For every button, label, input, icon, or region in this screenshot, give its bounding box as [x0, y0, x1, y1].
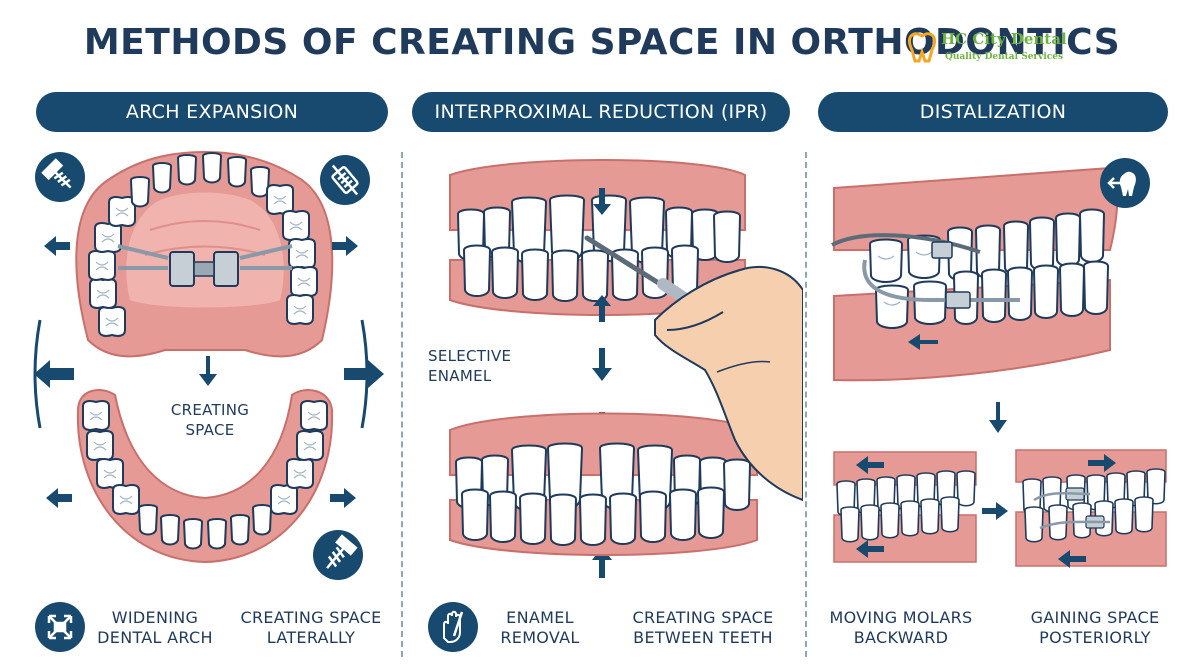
- divider-left: [401, 152, 403, 657]
- right-arrow-icon: [982, 502, 1008, 520]
- brand-logo: HC City Dental Quality Dental Services: [905, 30, 1085, 70]
- expansion-screw-icon-2: [326, 534, 358, 569]
- hand-tool-icon: [443, 610, 464, 643]
- tooth-badge: [1100, 158, 1150, 208]
- screw-badge: [35, 152, 85, 202]
- heading-distalization: DISTALIZATION: [818, 92, 1168, 132]
- jaw-after: [449, 412, 758, 556]
- divider-right: [805, 152, 807, 657]
- expander-key-icon: [331, 164, 359, 196]
- down-arrow-icon-2: [989, 402, 1007, 433]
- upper-jaw-before: [449, 159, 746, 316]
- expansion-screw-icon: [41, 158, 72, 189]
- heading-ipr: INTERPROXIMAL REDUCTION (IPR): [412, 92, 790, 132]
- screw-badge-2: [313, 530, 363, 580]
- lower-arch: [76, 389, 334, 564]
- arrows-badge: [35, 602, 85, 652]
- upper-arch: [75, 150, 334, 358]
- heading-arch-expansion: ARCH EXPANSION: [36, 92, 388, 132]
- down-arrow-icon: [199, 356, 217, 386]
- tooth-logo-icon: [907, 32, 937, 63]
- caption-moving-molars: MOVING MOLARS BACKWARD: [829, 608, 973, 647]
- caption-gaining-space: GAINING SPACE POSTERIORLY: [1030, 608, 1160, 647]
- expansion-arrows: [33, 236, 384, 508]
- hand-tool-badge: [428, 602, 478, 652]
- before-panel: [833, 451, 977, 563]
- caption-widening-arch: WIDENING DENTAL ARCH: [97, 608, 213, 647]
- side-view-jaw: [831, 166, 1119, 382]
- distalization-illustration: [831, 166, 1167, 568]
- caption-space-between-teeth: CREATING SPACE BETWEEN TEETH: [632, 608, 774, 647]
- ipr-illustration: [449, 159, 803, 578]
- logo-name: HC City Dental: [941, 30, 1067, 48]
- hand-with-file: [584, 235, 803, 502]
- caption-enamel-removal: ENAMEL REMOVAL: [500, 608, 580, 647]
- creating-space-label: CREATING SPACE: [170, 401, 250, 439]
- page-title: METHODS OF CREATING SPACE IN ORTHODONTIC…: [83, 22, 1121, 63]
- after-panel: [1015, 449, 1167, 568]
- expansion-arrows-icon: [47, 614, 73, 640]
- selective-enamel-label: SELECTIVE ENAMEL: [428, 347, 512, 385]
- tooth-back-arrow-icon: [1107, 171, 1136, 196]
- expander-badge: [320, 155, 370, 205]
- arch-expansion-illustration: [33, 150, 384, 564]
- logo-tagline: Quality Dental Services: [945, 52, 1064, 62]
- caption-creating-space-laterally: CREATING SPACE LATERALLY: [240, 608, 382, 647]
